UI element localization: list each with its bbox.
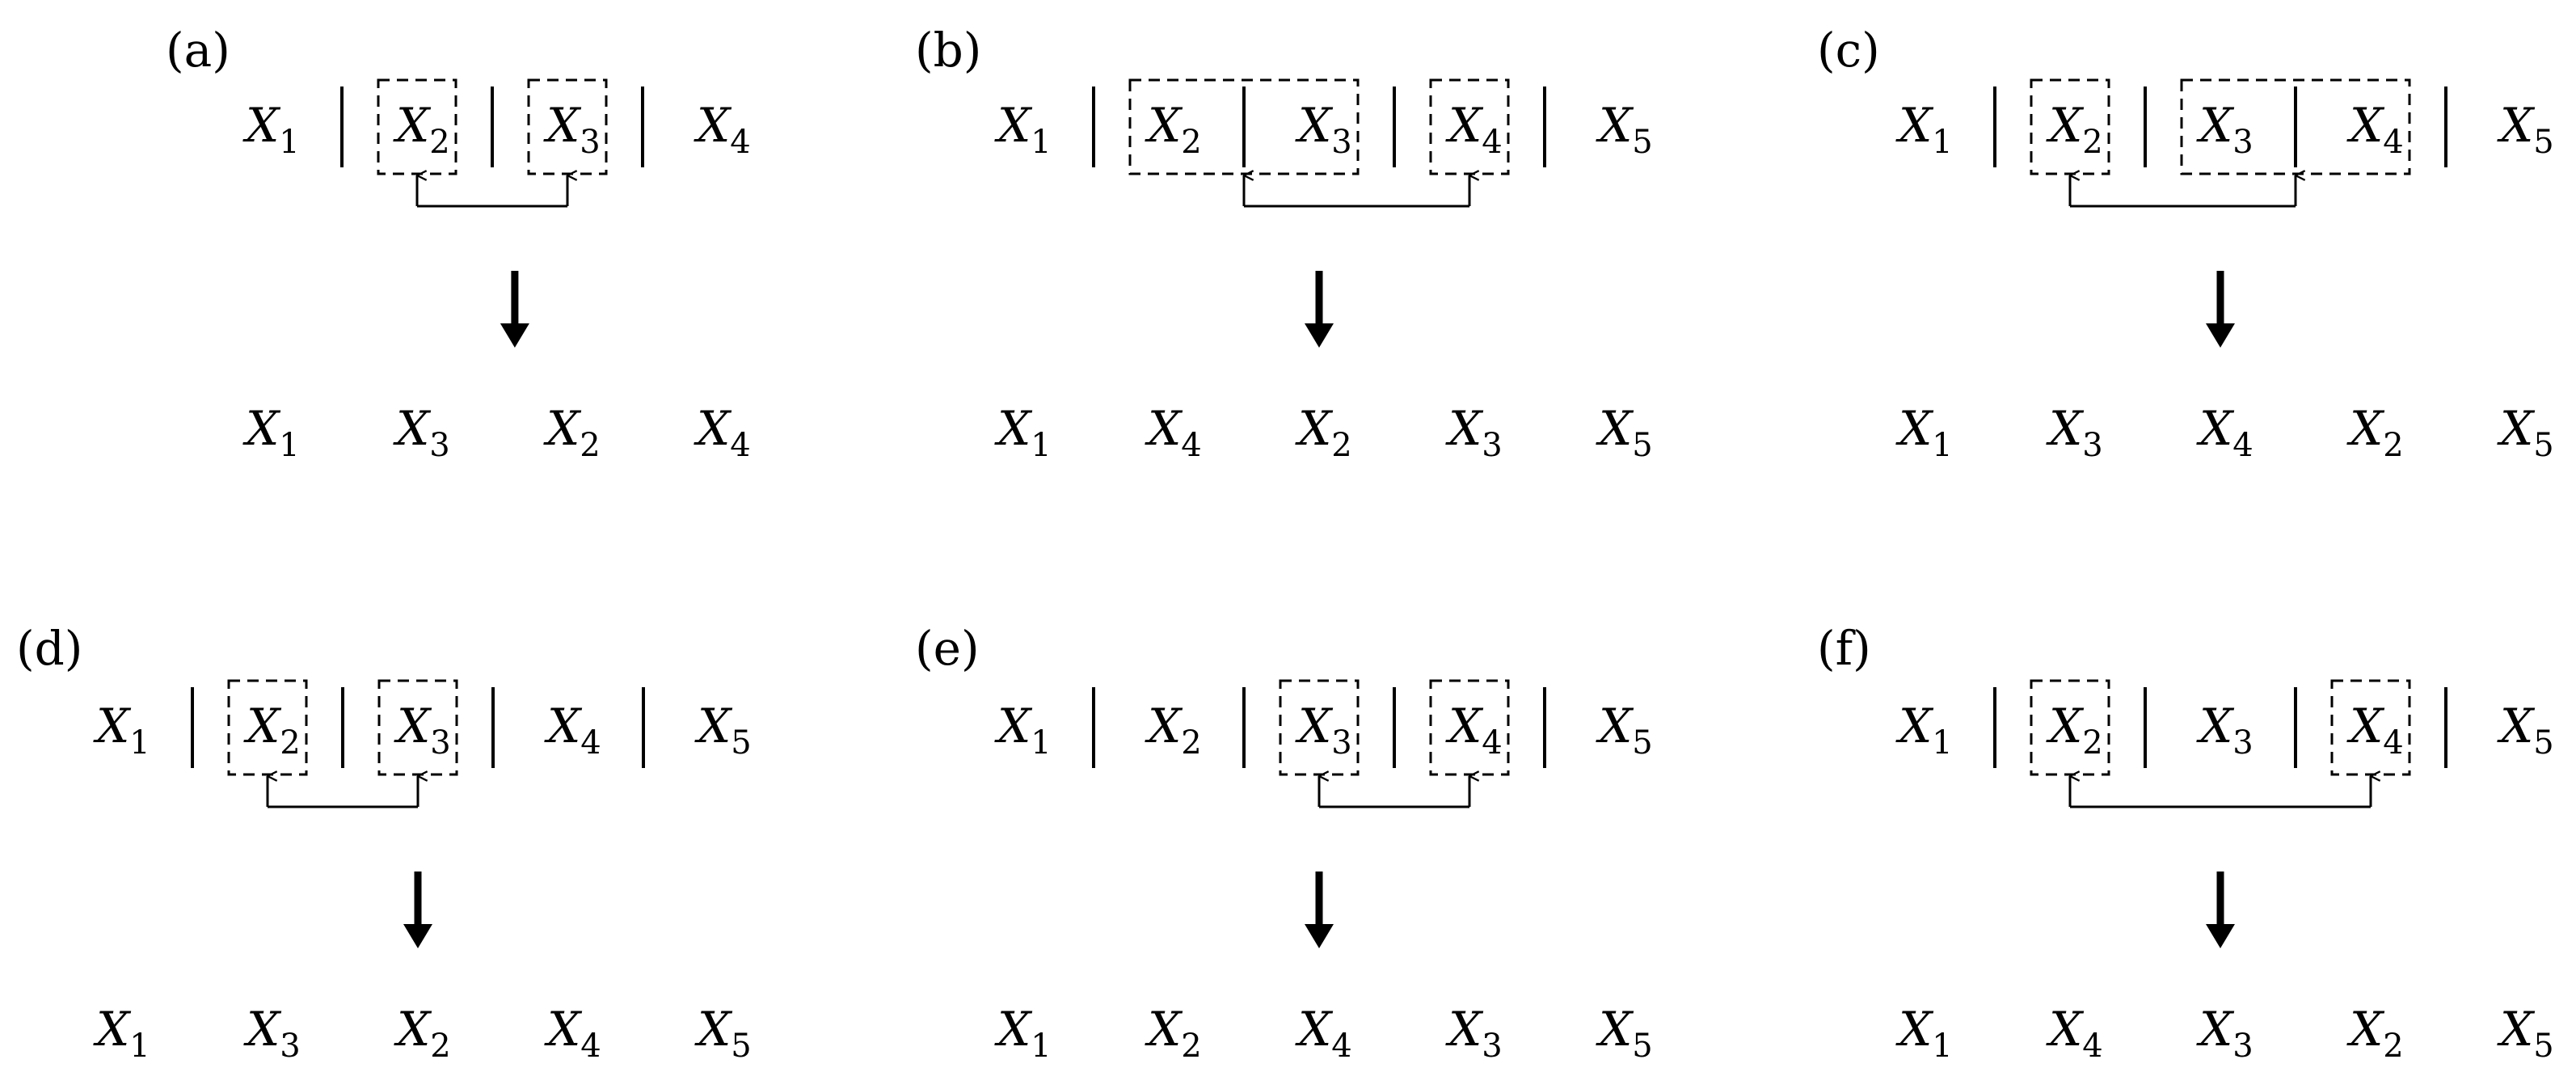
top-variable-1: X1 [994,698,1052,762]
panel-label: (e) [915,621,980,676]
bottom-variable-5: X5 [2497,401,2554,464]
bottom-variable-5: X5 [694,1002,752,1065]
top-variable-5: X5 [2497,98,2554,161]
top-variable-4: X4 [1445,98,1503,161]
top-variable-5: X5 [1596,698,1653,762]
bottom-variable-3: X2 [1295,401,1352,464]
top-variable-4: X4 [544,698,601,762]
bottom-variable-4: X4 [694,401,751,464]
top-variable-1: X1 [242,98,300,161]
bottom-variable-5: X5 [2497,1002,2554,1065]
top-variable-3: X3 [1295,98,1352,161]
top-variable-2: X2 [2046,98,2103,161]
top-variable-4: X4 [694,98,751,161]
bottom-variable-3: X4 [2196,401,2253,464]
top-variable-3: X3 [543,98,601,161]
panel-label: (a) [166,23,230,78]
top-variable-1: X1 [93,698,150,762]
panel-label: (c) [1817,23,1880,78]
bottom-variable-3: X4 [1295,1002,1352,1065]
top-variable-5: X5 [694,698,752,762]
bottom-variable-1: X1 [994,401,1052,464]
bottom-variable-3: X3 [2196,1002,2253,1065]
top-variable-4: X4 [2346,698,2404,762]
bottom-variable-1: X1 [93,1002,150,1065]
bottom-variable-2: X4 [1145,401,1202,464]
panel-label: (b) [915,23,981,78]
bottom-variable-3: X2 [543,401,601,464]
bottom-variable-2: X4 [2046,1002,2103,1065]
top-variable-5: X5 [2497,698,2554,762]
transform-arrowhead [2206,323,2235,348]
bottom-variable-5: X5 [1596,401,1653,464]
top-variable-3: X3 [394,698,451,762]
top-variable-3: X3 [1295,698,1352,762]
transform-arrowhead [1305,924,1334,948]
bottom-variable-4: X4 [544,1002,601,1065]
top-variable-3: X3 [2196,98,2253,161]
top-variable-4: X4 [1445,698,1503,762]
transform-arrowhead [500,323,529,348]
panel-label: (f) [1817,621,1871,676]
panel-label: (d) [16,621,82,676]
bottom-variable-5: X5 [1596,1002,1653,1065]
top-variable-2: X2 [393,98,450,161]
top-variable-3: X3 [2196,698,2253,762]
bottom-variable-1: X1 [994,1002,1052,1065]
top-variable-1: X1 [1895,98,1953,161]
top-variable-4: X4 [2346,98,2404,161]
transform-arrowhead [2206,924,2235,948]
bottom-variable-3: X2 [394,1002,451,1065]
bottom-variable-2: X3 [393,401,450,464]
top-variable-2: X2 [2046,698,2103,762]
top-variable-2: X2 [1145,98,1202,161]
transform-arrowhead [403,924,432,948]
bottom-variable-1: X1 [1895,401,1953,464]
bottom-variable-4: X3 [1445,1002,1503,1065]
top-variable-1: X1 [1895,698,1953,762]
bottom-variable-2: X3 [2046,401,2103,464]
bottom-variable-1: X1 [242,401,300,464]
bottom-variable-1: X1 [1895,1002,1953,1065]
bottom-variable-2: X2 [1145,1002,1202,1065]
bottom-variable-2: X3 [243,1002,301,1065]
top-variable-1: X1 [994,98,1052,161]
top-variable-5: X5 [1596,98,1653,161]
bottom-variable-4: X2 [2346,401,2404,464]
bottom-variable-4: X3 [1445,401,1503,464]
transform-arrowhead [1305,323,1334,348]
bottom-variable-4: X2 [2346,1002,2404,1065]
top-variable-2: X2 [1145,698,1202,762]
top-variable-2: X2 [243,698,301,762]
